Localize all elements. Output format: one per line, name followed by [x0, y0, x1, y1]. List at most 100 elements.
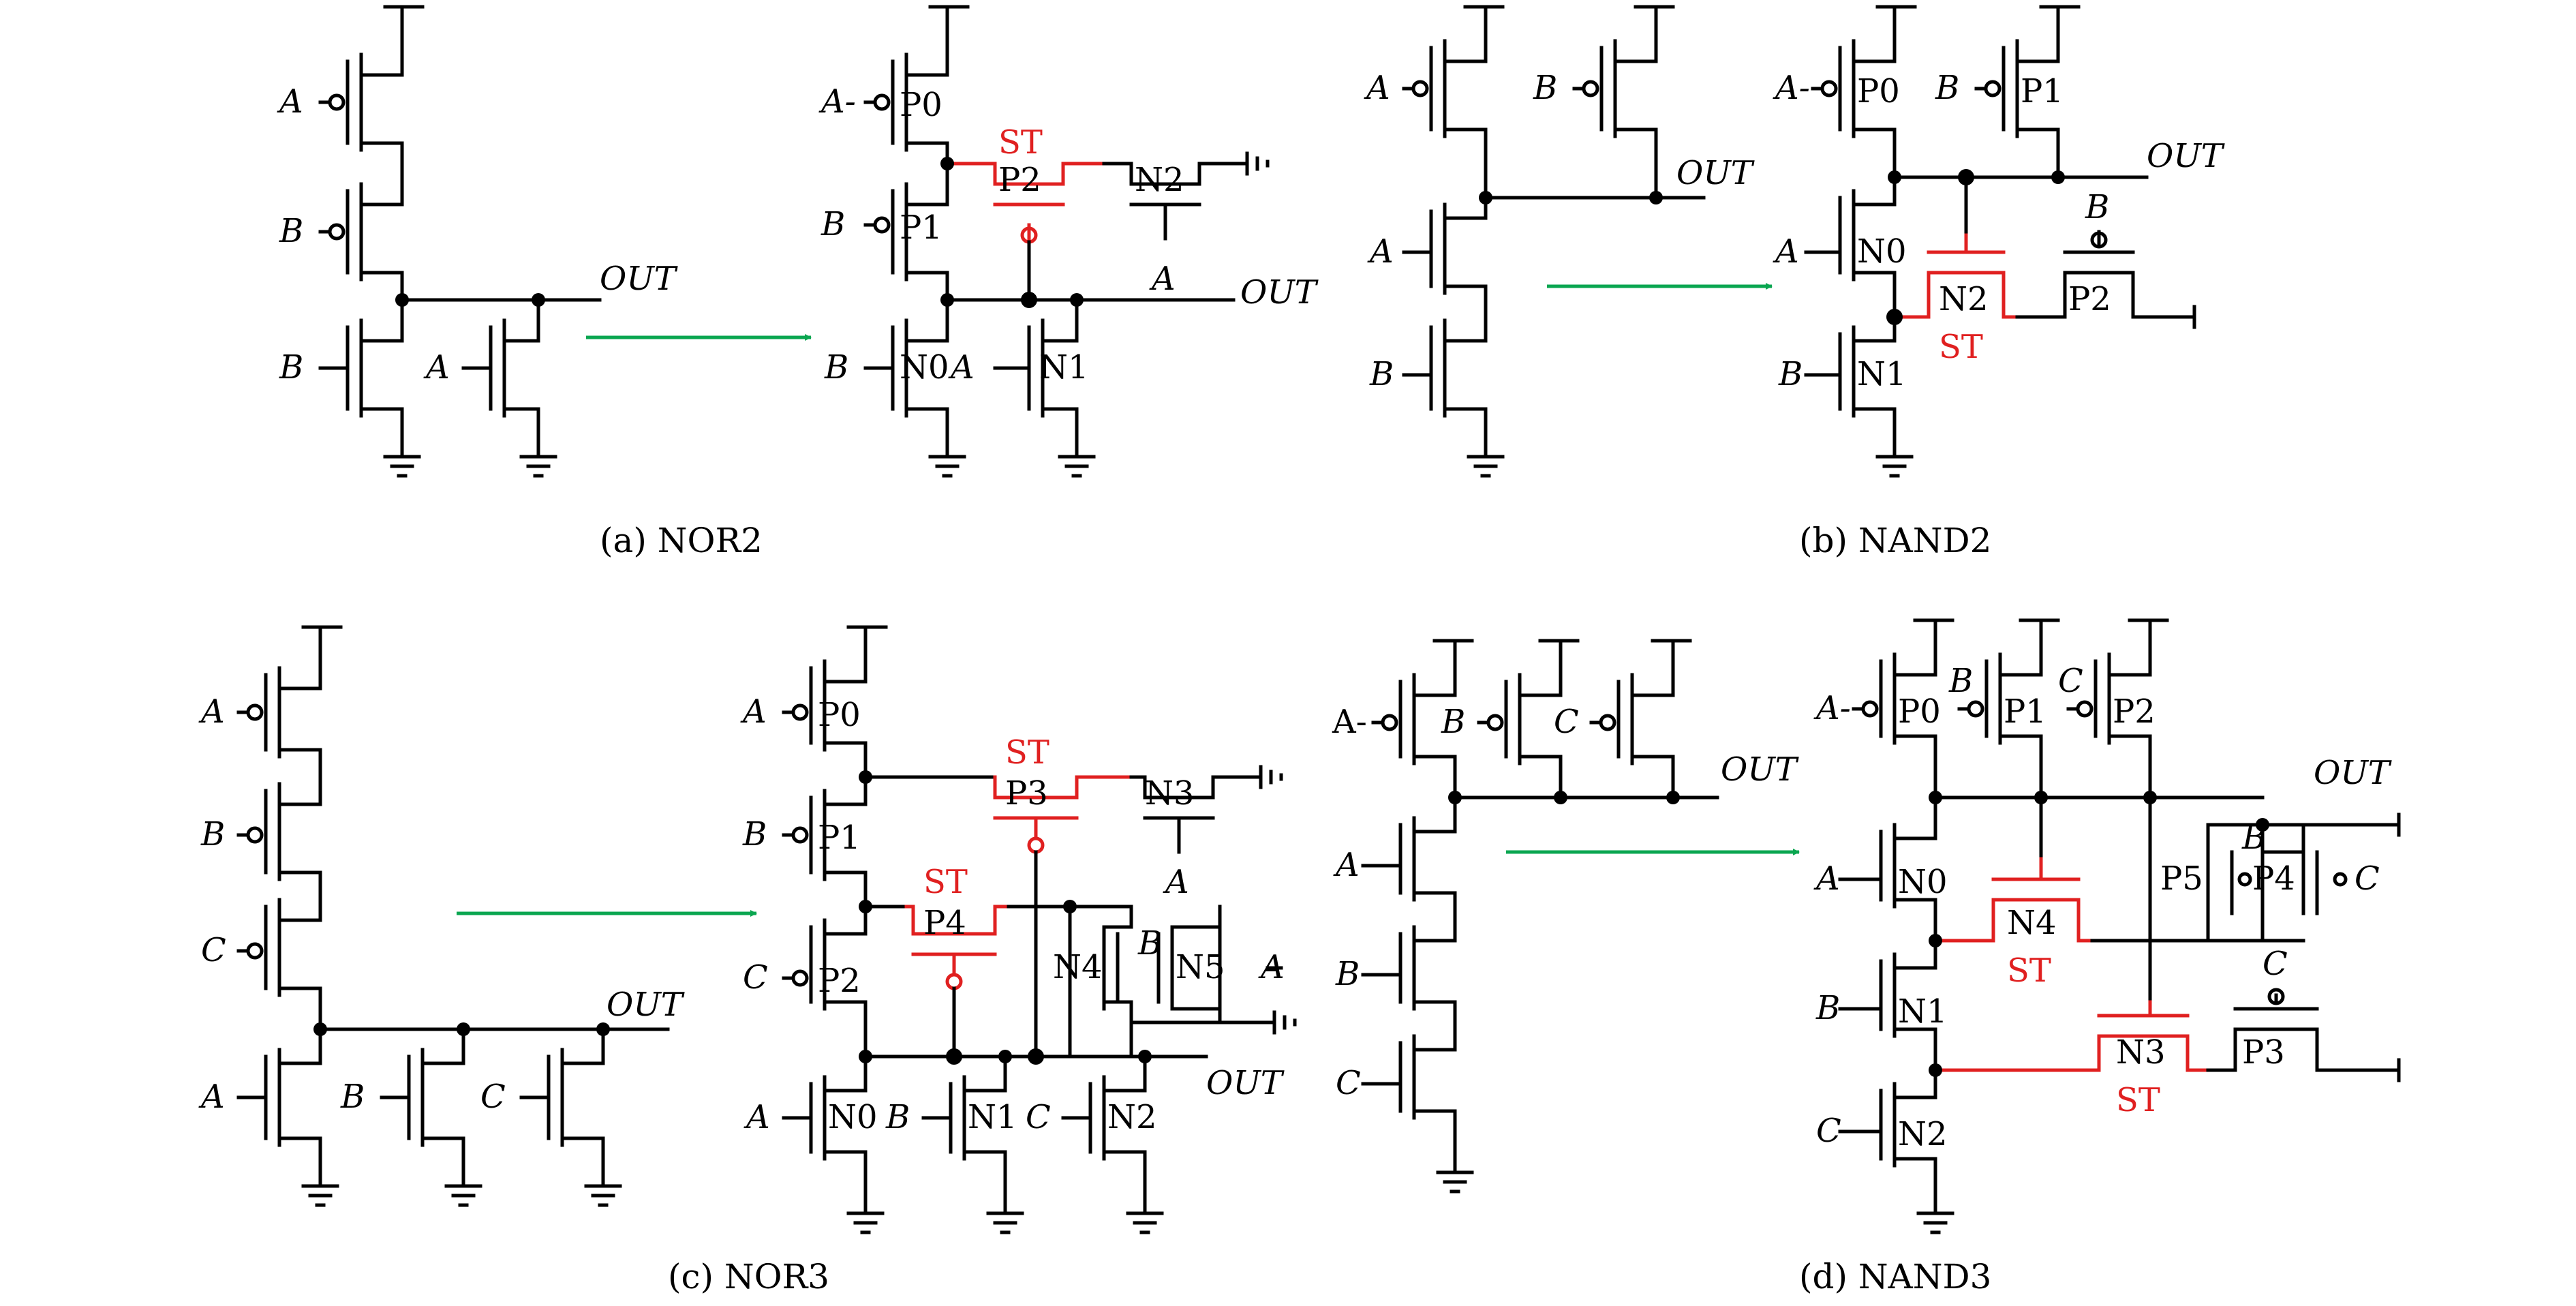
panel-c-nor3: A B C OUT A B C — [198, 625, 1297, 1296]
label-n2: N2 — [1135, 161, 1184, 199]
label-c: C — [2355, 860, 2380, 898]
label-p5: P5 — [2160, 860, 2203, 898]
label-a: A — [1258, 948, 1285, 986]
label-p0: P0 — [1898, 693, 1941, 731]
label-n4: N4 — [1053, 948, 1103, 986]
label-b: B — [1948, 662, 1973, 700]
label-p4: P4 — [2252, 860, 2295, 898]
label-a: A — [1163, 863, 1189, 901]
label-st: ST — [2116, 1081, 2160, 1119]
label-out: OUT — [1206, 1064, 1285, 1102]
label-a: A — [277, 82, 303, 121]
label-st: ST — [1005, 733, 1049, 772]
caption-c: (c) NOR3 — [668, 1257, 829, 1296]
label-b: B — [2085, 188, 2109, 226]
label-n0: N0 — [1898, 863, 1948, 901]
label-p2: P2 — [818, 962, 861, 1000]
caption-d: (d) NAND3 — [1799, 1257, 1991, 1296]
label-b: B — [824, 348, 848, 386]
nor3-modified: A P0 B P1 C P2 ST P3 N3 A ST P4 N4 B N5 … — [740, 625, 1297, 1234]
label-c: C — [2058, 662, 2083, 700]
label-n1: N1 — [968, 1098, 1017, 1136]
label-st: ST — [923, 863, 968, 901]
label-p0: P0 — [1857, 72, 1900, 110]
label-c: C — [480, 1078, 506, 1116]
label-a: A — [1149, 260, 1176, 298]
label-a: A — [1813, 860, 1840, 898]
label-out: OUT — [2147, 137, 2225, 175]
label-b: B — [1369, 355, 1394, 393]
panel-a-nor2: A B B A OUT A- P0 — [277, 5, 1319, 560]
label-n1: N1 — [1898, 992, 1948, 1031]
label-p2: P2 — [2068, 280, 2111, 318]
panel-d-nand3: A- B C OUT A B C — [1332, 618, 2401, 1296]
label-c: C — [1816, 1112, 1841, 1150]
label-p3: P3 — [1005, 774, 1048, 813]
label-a: A — [1367, 232, 1394, 271]
label-n1: N1 — [1857, 355, 1907, 393]
panel-b-nand2: A B OUT A B A- P0 — [1364, 5, 2225, 560]
nand2-modified: A- P0 B P1 OUT B A N0 N2 P2 ST B N1 — [1773, 5, 2225, 478]
label-n2: N2 — [1107, 1098, 1157, 1136]
label-n2: N2 — [1898, 1115, 1948, 1153]
label-b: B — [279, 212, 303, 250]
label-n4: N4 — [2007, 904, 2057, 942]
label-c: C — [2263, 945, 2288, 983]
label-b: B — [821, 205, 845, 243]
nor3-original: A B C OUT A B C — [198, 625, 685, 1207]
label-a: A — [948, 348, 975, 386]
label-p4: P4 — [923, 904, 966, 942]
label-out: OUT — [600, 260, 678, 298]
label-b: B — [885, 1098, 910, 1136]
nand2-original: A B OUT A B — [1364, 5, 1755, 478]
label-a: A — [743, 1098, 770, 1136]
label-a: A — [740, 693, 767, 731]
label-b: B — [1533, 69, 1557, 107]
label-out: OUT — [1676, 154, 1755, 192]
label-b: B — [1441, 703, 1465, 741]
label-b: B — [279, 348, 303, 386]
label-p0: P0 — [900, 86, 942, 124]
label-a: A — [198, 1078, 225, 1116]
label-p0: P0 — [818, 696, 861, 734]
label-a: A- — [818, 82, 856, 121]
label-n0: N0 — [900, 348, 949, 386]
label-b: B — [1137, 924, 1162, 962]
label-b: B — [340, 1078, 365, 1116]
label-n1: N1 — [1039, 348, 1089, 386]
label-a: A — [423, 348, 450, 386]
label-b: B — [1935, 69, 1959, 107]
label-b: B — [1778, 355, 1803, 393]
label-b: B — [742, 815, 767, 853]
label-b: B — [200, 815, 225, 853]
label-out: OUT — [607, 986, 685, 1024]
label-c: C — [1336, 1064, 1361, 1102]
caption-b: (b) NAND2 — [1799, 521, 1991, 560]
label-out: OUT — [2314, 754, 2392, 792]
label-n2: N2 — [1939, 280, 1989, 318]
label-st: ST — [998, 123, 1043, 162]
label-c: C — [1026, 1098, 1051, 1136]
label-n0: N0 — [828, 1098, 878, 1136]
label-a: A — [1773, 232, 1799, 271]
label-a: A- — [1813, 689, 1851, 727]
nor2-original: A B B A OUT — [277, 5, 678, 478]
label-st: ST — [2007, 952, 2051, 990]
caption-a: (a) NOR2 — [600, 521, 763, 560]
label-a: A — [1333, 846, 1360, 884]
label-st: ST — [1939, 328, 1983, 366]
label-b: B — [1335, 955, 1360, 993]
nand3-modified: A- P0 B P1 C P2 OUT B P5 P4 C A N0 N4 ST… — [1813, 618, 2401, 1234]
label-p1: P1 — [818, 819, 861, 857]
label-n5: N5 — [1176, 948, 1225, 986]
label-a: A- — [1773, 69, 1810, 107]
label-n3: N3 — [2116, 1033, 2166, 1072]
label-p2: P2 — [998, 161, 1041, 199]
label-p1: P1 — [2021, 72, 2064, 110]
label-a: A — [198, 693, 225, 731]
label-n3: N3 — [1145, 774, 1195, 813]
label-p3: P3 — [2242, 1033, 2285, 1072]
label-p2: P2 — [2113, 693, 2156, 731]
label-c: C — [201, 931, 226, 969]
label-n0: N0 — [1857, 232, 1907, 271]
